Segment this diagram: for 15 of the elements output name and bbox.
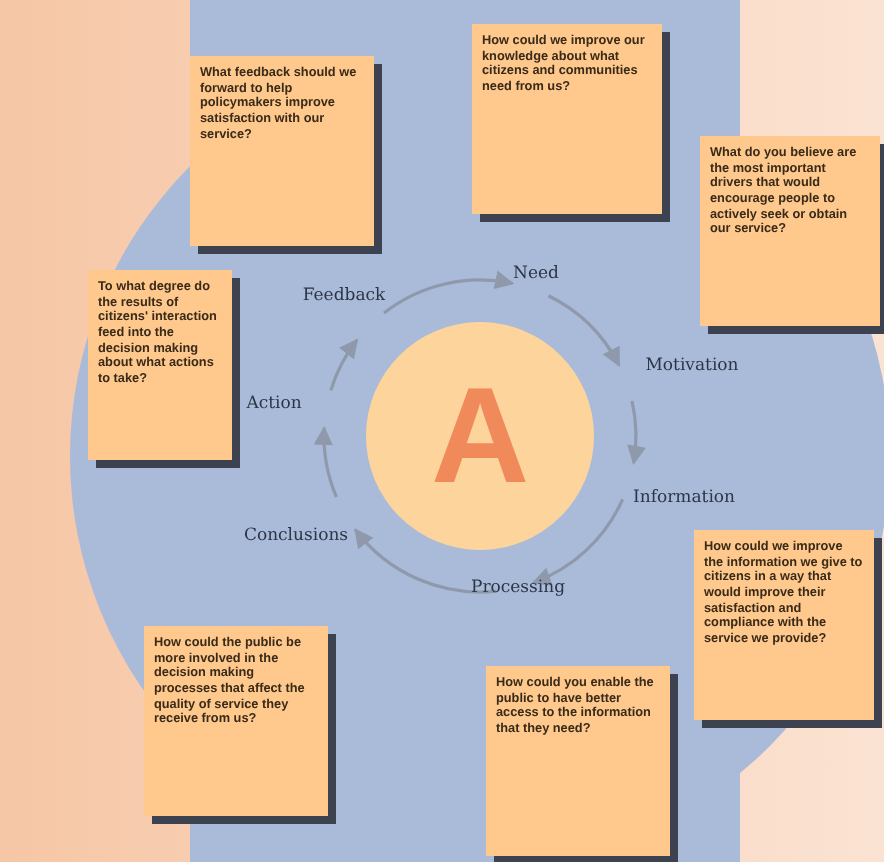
center-letter: A [430,368,530,504]
cycle-arrow [547,294,621,367]
cycle-label: Action [246,394,302,414]
cycle-arrow [354,528,497,594]
cycle-label: Motivation [645,356,739,376]
cycle-arrow [531,498,625,585]
cycle-arrow [314,425,338,498]
cycle-arrow [626,400,646,465]
cycle-label: Need [513,264,559,284]
cycle-arrow [329,338,359,391]
cycle-label: Processing [470,578,566,598]
cycle-label: Feedback [302,286,386,306]
cycle-arrow [383,271,515,315]
cycle-label: Conclusions [243,526,349,546]
cycle-label: Information [633,488,735,508]
